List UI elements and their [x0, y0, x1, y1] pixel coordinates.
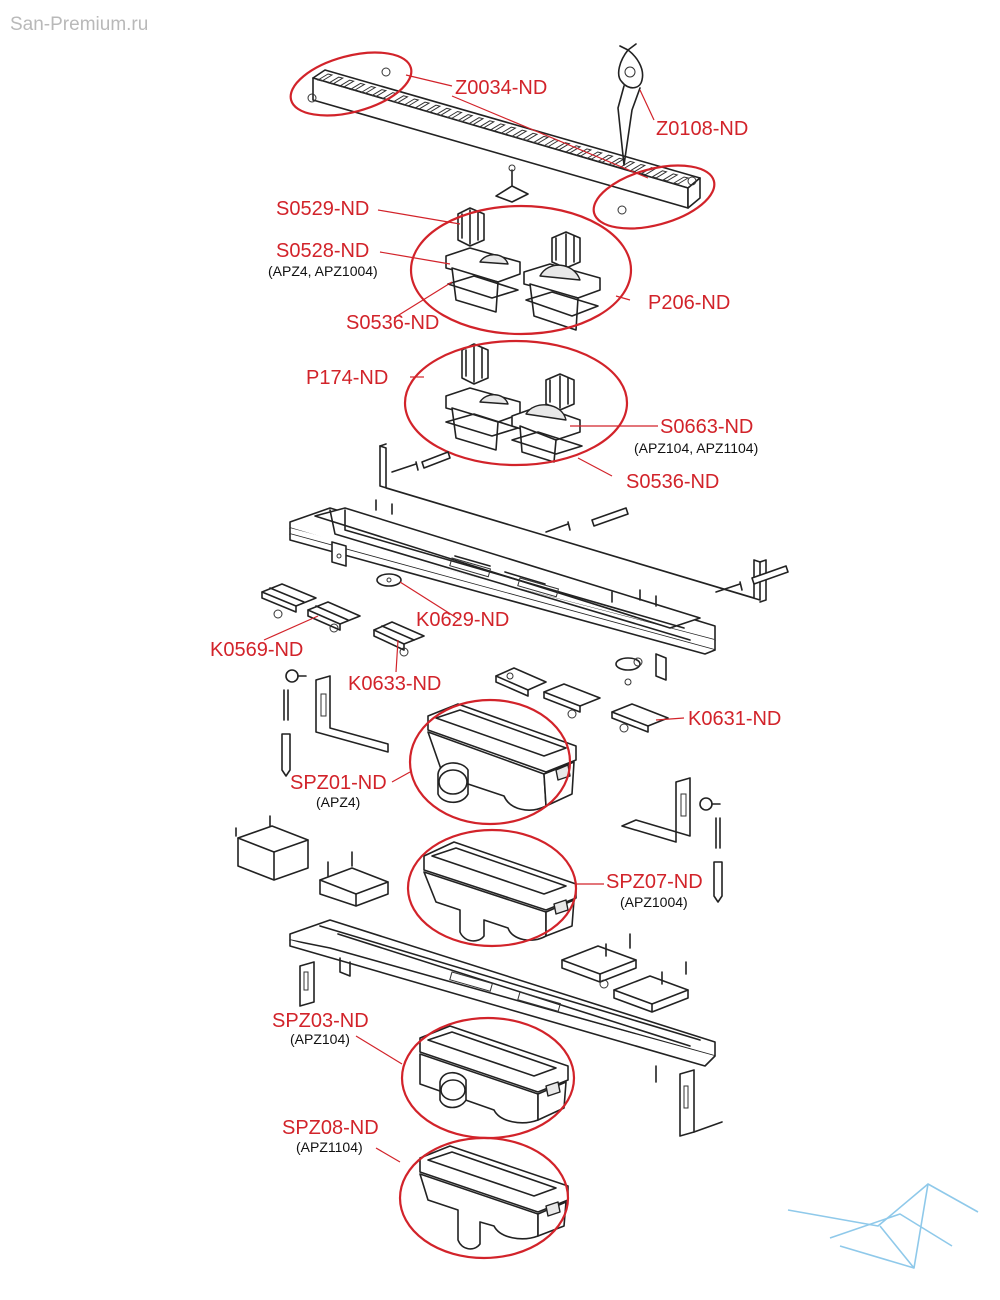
label-k0633: K0633-ND — [348, 673, 441, 695]
callout-grate-right — [592, 164, 716, 230]
label-z0034: Z0034-ND — [455, 77, 547, 99]
grate-slot — [500, 126, 517, 135]
grate-slot — [521, 132, 539, 141]
trap-set-p174-drawing — [445, 343, 583, 463]
note-s0528: (APZ4, APZ1004) — [268, 263, 378, 279]
callout-spz08 — [398, 1136, 570, 1260]
label-s0536-mid: S0536-ND — [626, 471, 719, 493]
trap-set-p206-drawing — [445, 207, 601, 331]
grate-slot — [554, 142, 571, 151]
grate-slot — [392, 95, 409, 104]
label-k0569: K0569-ND — [210, 639, 303, 661]
label-k0631: K0631-ND — [688, 708, 781, 730]
grate-slot — [413, 101, 431, 110]
grate-slot — [672, 176, 690, 185]
grate-slot — [327, 76, 345, 85]
callout-p206 — [409, 204, 633, 336]
label-s0663: S0663-ND — [660, 416, 753, 438]
body-spz07-drawing — [423, 841, 577, 942]
body-spz08-drawing — [419, 1145, 569, 1250]
grate-slot — [532, 135, 550, 144]
callout-spz07 — [406, 828, 578, 948]
grate-slot — [370, 89, 388, 98]
note-spz03: (APZ104) — [290, 1031, 350, 1047]
grate-slot — [478, 120, 496, 129]
label-s0536-top: S0536-ND — [346, 312, 439, 334]
grate-slot — [489, 123, 506, 132]
grate-slot — [651, 170, 668, 179]
grate-drawing — [307, 67, 701, 215]
label-spz01: SPZ01-ND — [290, 772, 387, 794]
grate-slot — [359, 85, 377, 95]
grate-slot — [510, 129, 528, 138]
grate-slot — [446, 110, 463, 120]
grate-slot — [575, 148, 593, 157]
fixings-right-drawing — [621, 777, 723, 903]
leader-lines — [263, 74, 685, 1163]
label-spz03: SPZ03-ND — [272, 1010, 369, 1032]
note-spz07: (APZ1004) — [620, 894, 688, 910]
body-spz03-drawing — [419, 1025, 569, 1124]
hook-tool-drawing — [617, 43, 644, 166]
label-p206: P206-ND — [648, 292, 730, 314]
label-z0108: Z0108-ND — [656, 118, 748, 140]
grate-slot — [564, 145, 582, 154]
label-s0529: S0529-ND — [276, 198, 369, 220]
label-s0528: S0528-ND — [276, 240, 369, 262]
watermark: San-Premium.ru — [10, 14, 148, 35]
grate-slot — [467, 117, 485, 126]
drain-channel-drawing — [289, 443, 789, 686]
feet-drawing — [235, 815, 689, 1013]
grate-slot — [629, 163, 647, 173]
callout-p174 — [403, 339, 629, 467]
label-spz07: SPZ07-ND — [606, 871, 703, 893]
grate-slot — [349, 82, 366, 91]
brackets-k0569-drawing — [261, 583, 425, 657]
grate-slot — [435, 107, 452, 116]
grate-slot — [456, 114, 474, 123]
grate-slot — [403, 98, 420, 107]
label-p174: P174-ND — [306, 367, 388, 389]
body-spz01-drawing — [427, 703, 577, 811]
grate-slot — [661, 173, 679, 182]
grate-slot — [586, 151, 603, 160]
grate-slot — [338, 79, 355, 88]
fixings-left-drawing — [281, 669, 389, 777]
boat-wave-logo-icon — [787, 1183, 979, 1269]
grate-slot — [424, 104, 442, 113]
label-k0629: K0629-ND — [416, 609, 509, 631]
note-spz01: (APZ4) — [316, 794, 360, 810]
lower-channel-drawing — [289, 919, 723, 1137]
callout-grate-left — [289, 51, 413, 117]
label-spz08: SPZ08-ND — [282, 1117, 379, 1139]
callout-spz01 — [408, 698, 572, 826]
grate-slot — [608, 157, 625, 166]
note-spz08: (APZ1104) — [296, 1139, 363, 1155]
note-s0663: (APZ104, APZ1104) — [634, 440, 758, 456]
brackets-k0631-drawing — [495, 667, 669, 733]
grate-slot — [316, 73, 334, 82]
